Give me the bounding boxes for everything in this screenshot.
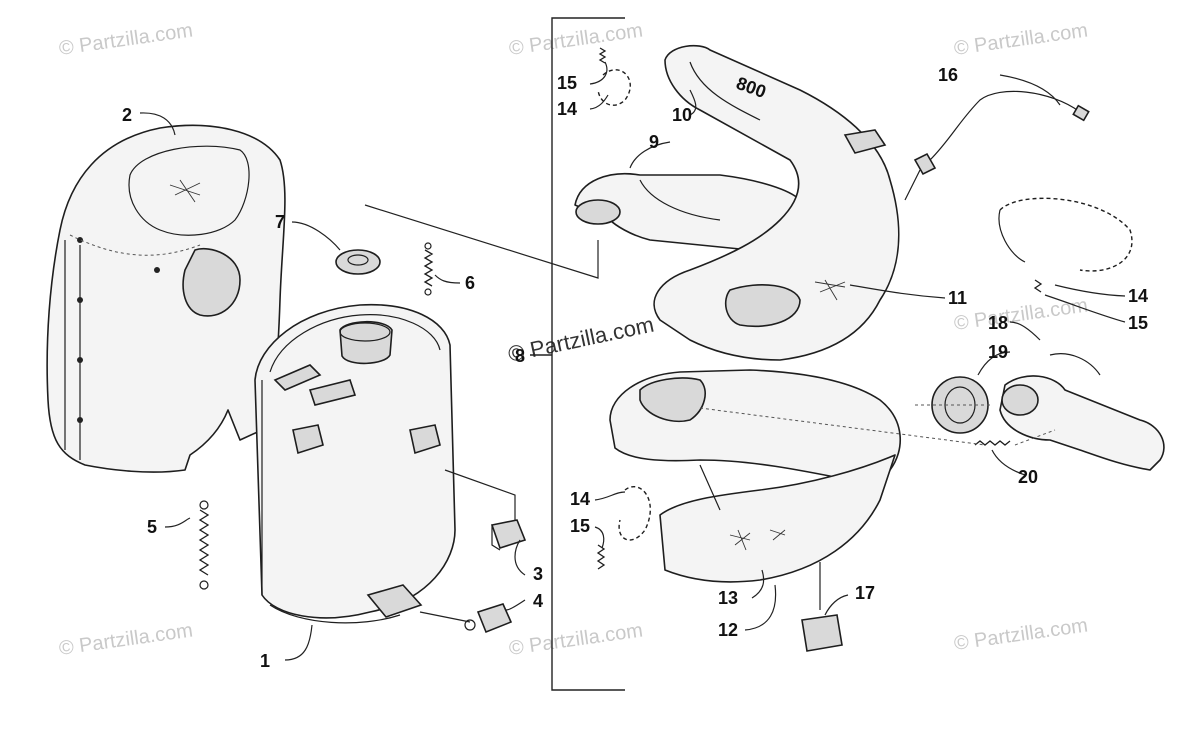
callout-8: 8 [515,346,525,366]
callout-4: 4 [533,591,543,611]
watermark: © Partzilla.com [953,614,1090,655]
clamp-band [597,69,631,106]
spring [1033,279,1043,293]
exhaust-manifold [999,353,1165,471]
assembly-line [699,407,1056,446]
spring [598,47,607,64]
clamp-band [618,485,651,541]
temp-sensor [904,90,1090,201]
callout-14: 14 [570,489,590,509]
assembly-bracket [530,17,625,691]
watermark-center: © Partzilla.com [506,312,656,367]
callout-17: 17 [855,583,875,603]
callout-15: 15 [570,516,590,536]
callout-7: 7 [275,212,285,232]
watermark: © Partzilla.com [508,19,645,60]
heat-shield-blanket [46,124,286,473]
callout-3: 3 [533,564,543,584]
callout-5: 5 [147,517,157,537]
assembly-line [444,469,516,520]
leader-lines [139,61,1126,661]
rubber-mount [464,603,513,634]
callout-14: 14 [1128,286,1148,306]
spring [198,500,210,590]
callout-11: 11 [948,288,967,308]
rubber-mount [490,519,527,551]
callout-13: 13 [718,588,738,608]
expansion-chamber: 800 [653,44,900,361]
callout-10: 10 [672,105,692,125]
watermark: © Partzilla.com [58,619,195,660]
assembly-line [364,204,599,279]
callout-12: 12 [718,620,738,640]
watermark: © Partzilla.com [58,19,195,60]
rubber-mount [801,614,843,652]
watermark: © Partzilla.com [508,619,645,660]
callout-6: 6 [465,273,475,293]
callout-15: 15 [557,73,577,93]
spring [423,242,434,296]
callout-2: 2 [122,105,132,125]
callout-9: 9 [649,132,659,152]
callout-20: 20 [1018,467,1038,487]
spring [596,544,606,570]
callout-1: 1 [260,651,270,671]
spring [974,440,1011,446]
callout-14: 14 [557,99,577,119]
clamp-band [998,197,1133,272]
grommet [335,249,381,275]
callout-15: 15 [1128,313,1148,333]
callout-16: 16 [938,65,958,85]
callout-18: 18 [988,313,1008,333]
callout-labels: 1 2 3 4 5 6 7 8 9 10 11 12 13 14 15 14 1… [122,65,1148,671]
assembly-line [419,611,471,623]
watermark: © Partzilla.com [953,19,1090,60]
muffler [254,303,456,624]
callout-19: 19 [988,342,1008,362]
connector-pipe [574,173,802,251]
watermark: © Partzilla.com [953,294,1090,335]
lower-chamber [609,369,901,583]
